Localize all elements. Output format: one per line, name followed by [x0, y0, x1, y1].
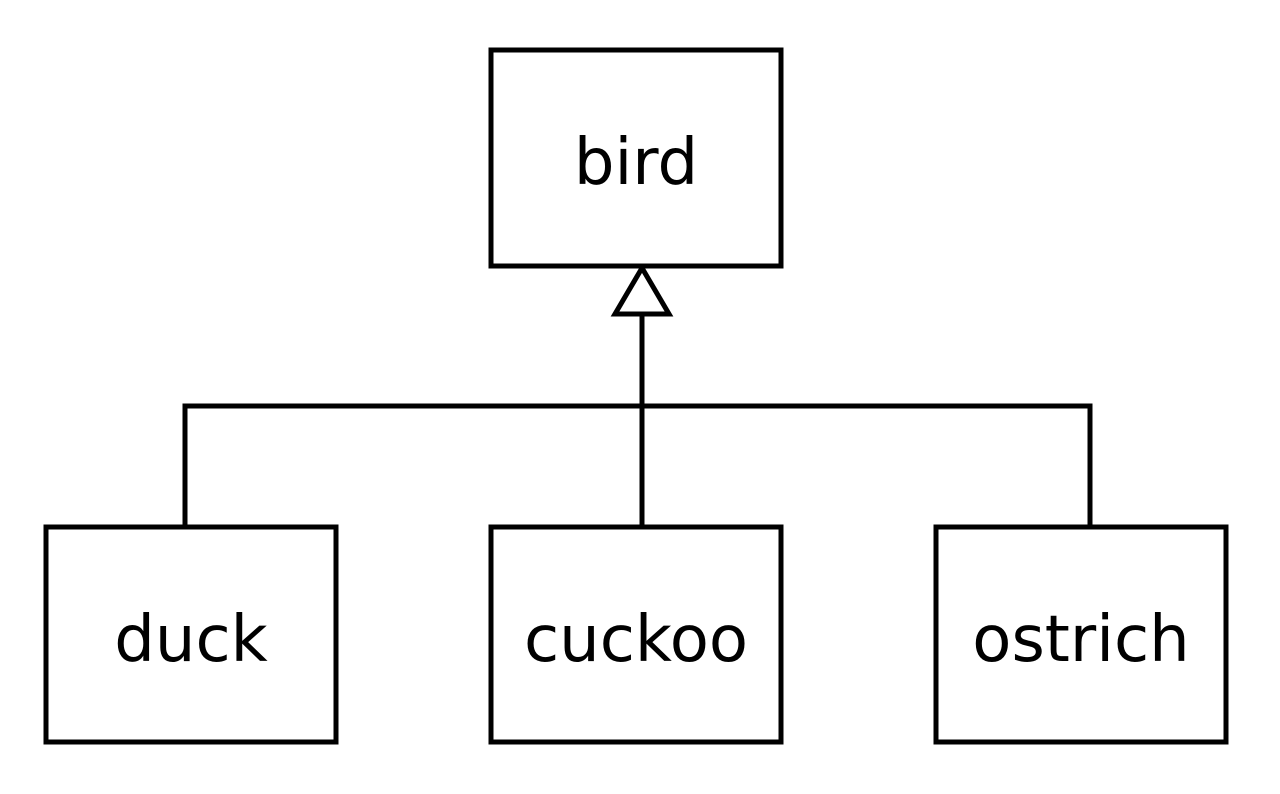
class-node-ostrich: ostrich: [933, 524, 1229, 745]
class-node-bird: bird: [488, 47, 784, 269]
class-box-ostrich: [933, 524, 1229, 745]
crossbar-line: [182, 403, 1093, 525]
inheritance-connectors: [182, 263, 1093, 525]
class-label-ostrich: ostrich: [972, 603, 1189, 677]
inheritance-arrowhead: [610, 263, 674, 317]
class-box-bird: [488, 47, 784, 269]
class-box-cuckoo: [488, 524, 784, 745]
class-label-bird: bird: [574, 126, 698, 200]
class-label-cuckoo: cuckoo: [524, 603, 748, 677]
class-box-duck: [43, 524, 339, 745]
class-node-cuckoo: cuckoo: [488, 524, 784, 745]
class-label-duck: duck: [114, 603, 267, 677]
class-node-duck: duck: [43, 524, 339, 745]
